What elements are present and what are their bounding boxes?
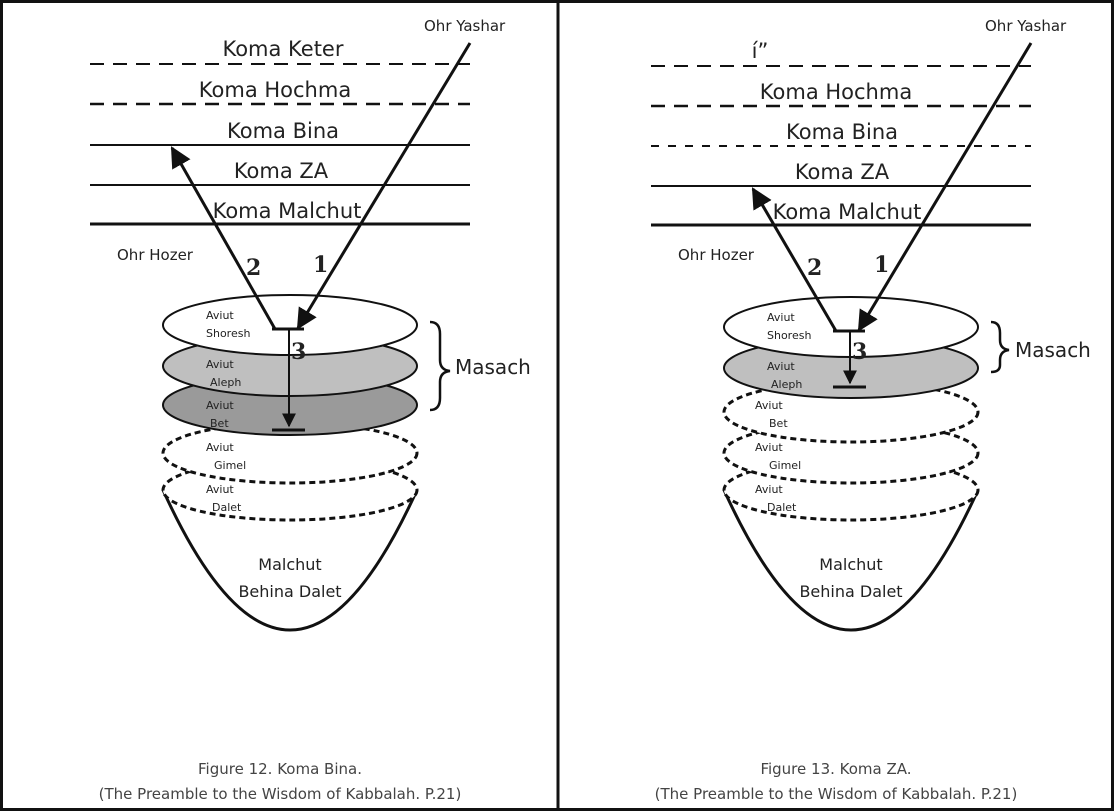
number-3: 3: [291, 339, 306, 365]
level-label-1: Koma Keter: [222, 37, 343, 61]
aviut-label-b: Shoresh: [206, 327, 250, 340]
level-label-2: Koma Hochma: [199, 78, 351, 102]
level-label-3: Koma Bina: [786, 120, 898, 144]
panel-figure-13: í” Koma Hochma Koma Bina Koma ZA Koma Ma…: [651, 17, 1091, 803]
number-2: 2: [807, 255, 822, 281]
level-label-2: Koma Hochma: [760, 80, 912, 104]
behina-dalet-label: Behina Dalet: [238, 582, 341, 601]
aviut-label-b: Dalet: [767, 501, 797, 514]
masach-brace: [429, 320, 451, 412]
level-label-5: Koma Malchut: [773, 200, 922, 224]
aviut-label-a: Aviut: [755, 483, 783, 496]
aviut-label-b: Bet: [210, 417, 229, 430]
aviut-label-b: Gimel: [214, 459, 246, 472]
malchut-cone: [161, 489, 419, 632]
aviut-label-a: Aviut: [206, 441, 234, 454]
malchut-label: Malchut: [258, 555, 321, 574]
behina-dalet-label: Behina Dalet: [799, 582, 902, 601]
aviut-label-b: Dalet: [212, 501, 242, 514]
aviut-label-a: Aviut: [755, 441, 783, 454]
aviut-label-a: Aviut: [206, 309, 234, 322]
masach-label: Masach: [455, 355, 531, 379]
masach-brace: [990, 320, 1010, 374]
number-3: 3: [852, 339, 867, 365]
panel-figure-12: Koma Keter Koma Hochma Koma Bina Koma ZA…: [90, 17, 531, 803]
aviut-label-b: Shoresh: [767, 329, 811, 342]
masach-label: Masach: [1015, 338, 1091, 362]
malchut-cone: [722, 489, 980, 632]
malchut-label: Malchut: [819, 555, 882, 574]
number-1: 1: [313, 252, 328, 278]
level-label-3: Koma Bina: [227, 119, 339, 143]
level-label-5: Koma Malchut: [213, 199, 362, 223]
ohr-yashar-label: Ohr Yashar: [424, 17, 506, 35]
ohr-yashar-label: Ohr Yashar: [985, 17, 1067, 35]
ohr-yashar-ray: [296, 42, 472, 330]
aviut-label-b: Aleph: [771, 378, 802, 391]
ohr-hozer-label: Ohr Hozer: [678, 246, 755, 264]
level-label-4: Koma ZA: [234, 159, 329, 183]
aviut-label-a: Aviut: [206, 399, 234, 412]
aviut-label-a: Aviut: [767, 360, 795, 373]
figure-source: (The Preamble to the Wisdom of Kabbalah.…: [655, 785, 1018, 803]
figure-caption: Figure 13. Koma ZA.: [760, 760, 911, 778]
aviut-label-a: Aviut: [755, 399, 783, 412]
aviut-label-b: Aleph: [210, 376, 241, 389]
aviut-label-b: Bet: [769, 417, 788, 430]
aviut-label-a: Aviut: [206, 483, 234, 496]
ohr-hozer-ray: [170, 146, 277, 330]
ohr-hozer-label: Ohr Hozer: [117, 246, 194, 264]
level-label-4: Koma ZA: [795, 160, 890, 184]
number-2: 2: [246, 255, 261, 281]
aviut-label-a: Aviut: [206, 358, 234, 371]
number-1: 1: [874, 252, 889, 278]
ohr-yashar-ray: [857, 42, 1033, 332]
aviut-label-b: Gimel: [769, 459, 801, 472]
level-label-1: í”: [752, 39, 769, 63]
figure-caption: Figure 12. Koma Bina.: [198, 760, 362, 778]
ohr-hozer-ray: [751, 187, 838, 332]
aviut-label-a: Aviut: [767, 311, 795, 324]
figure-source: (The Preamble to the Wisdom of Kabbalah.…: [99, 785, 462, 803]
